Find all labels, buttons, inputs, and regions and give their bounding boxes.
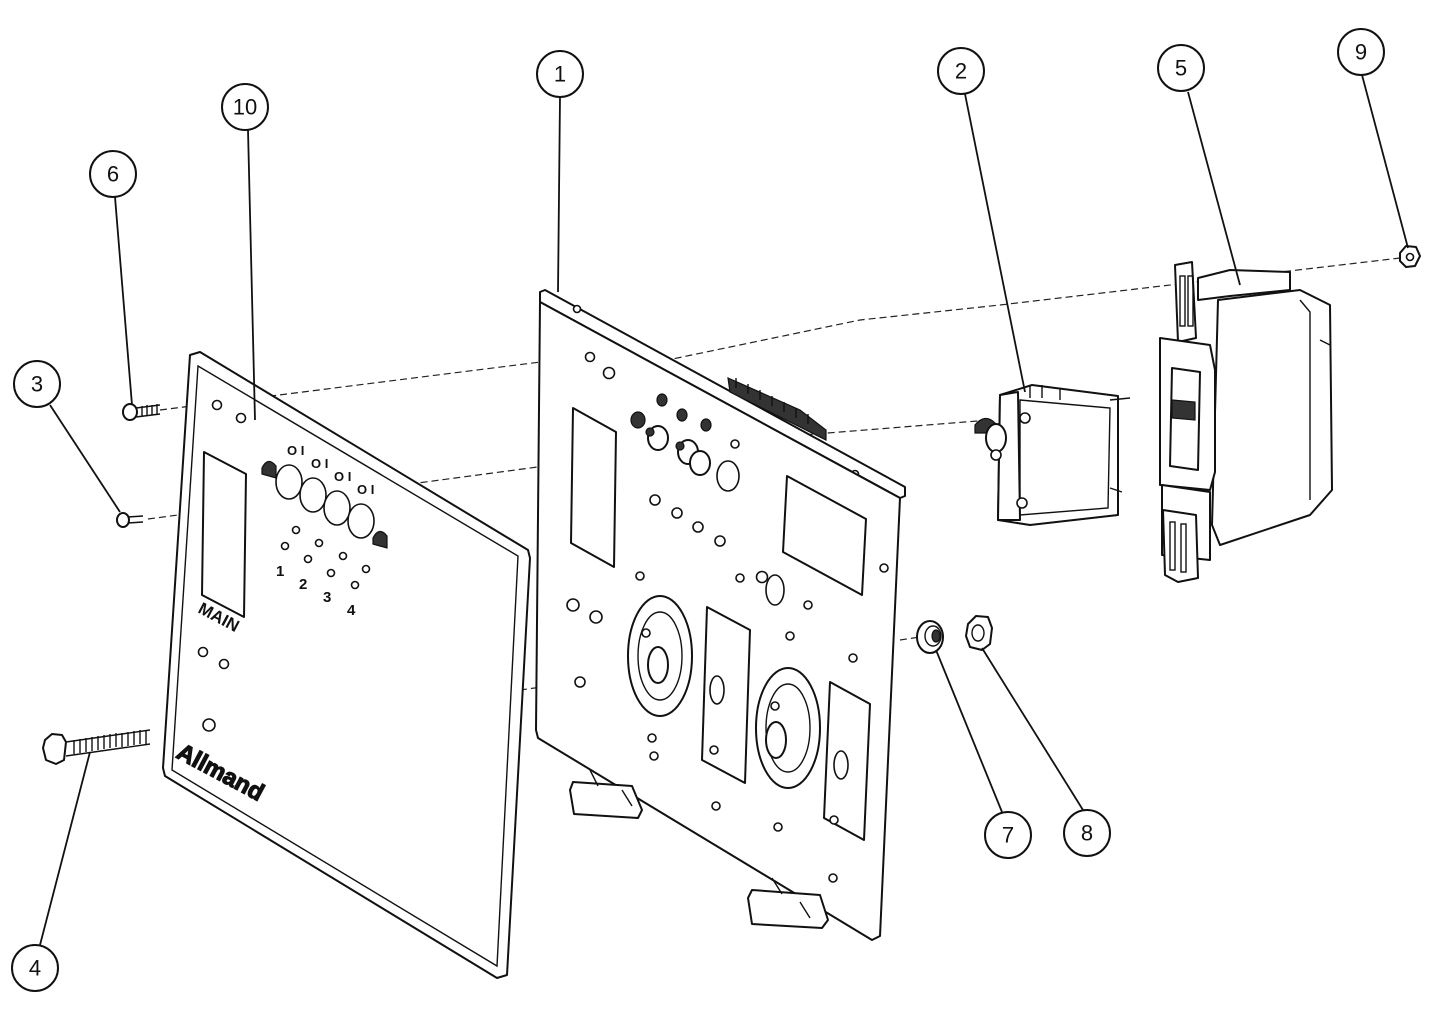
- callout-label-1: 1: [554, 62, 566, 87]
- callout-label-7: 7: [1002, 823, 1014, 848]
- callout-label-2: 2: [955, 59, 967, 84]
- callout-6: 6: [89, 150, 137, 198]
- on-off-mark-4: O I: [357, 482, 374, 497]
- callout-label-3: 3: [31, 372, 43, 397]
- circuit-breaker: [974, 384, 1131, 526]
- callout-label-8: 8: [1081, 821, 1093, 846]
- callout-5: 5: [1157, 44, 1205, 92]
- switch-number-3: 3: [323, 589, 331, 606]
- callout-4: 4: [11, 944, 59, 992]
- screw-6: [122, 403, 161, 421]
- nut-9: [1399, 245, 1421, 268]
- callout-1: 1: [536, 50, 584, 98]
- callout-8: 8: [1063, 809, 1111, 857]
- hex-nut-8: [965, 615, 993, 651]
- switch-number-2: 2: [299, 576, 307, 593]
- on-off-mark-3: O I: [334, 469, 351, 484]
- main-panel: [535, 289, 906, 941]
- switch-number-1: 1: [276, 563, 284, 580]
- lock-nut-7: [916, 620, 944, 654]
- callout-label-4: 4: [29, 956, 41, 981]
- bolt-4: [42, 729, 151, 765]
- callout-label-10: 10: [233, 95, 257, 120]
- screw-3: [116, 512, 144, 528]
- on-off-mark-2: O I: [311, 456, 328, 471]
- callout-10: 10: [221, 83, 269, 131]
- rear-terminal-block: [727, 377, 827, 441]
- callout-9: 9: [1337, 28, 1385, 76]
- callout-2: 2: [937, 47, 985, 95]
- callout-label-5: 5: [1175, 56, 1187, 81]
- on-off-mark-1: O I: [287, 443, 304, 458]
- callout-label-9: 9: [1355, 40, 1367, 65]
- callout-7: 7: [984, 811, 1032, 859]
- panel-mounted-switches: [630, 393, 712, 476]
- leader-lines: [39, 74, 1409, 946]
- callout-3: 3: [13, 360, 61, 408]
- decal-plate: O I O I O I O I 1 2 3 4 MAIN Allmand: [162, 351, 531, 979]
- callout-label-6: 6: [107, 162, 119, 187]
- switch-number-4: 4: [347, 602, 356, 619]
- main-breaker: [1159, 261, 1333, 583]
